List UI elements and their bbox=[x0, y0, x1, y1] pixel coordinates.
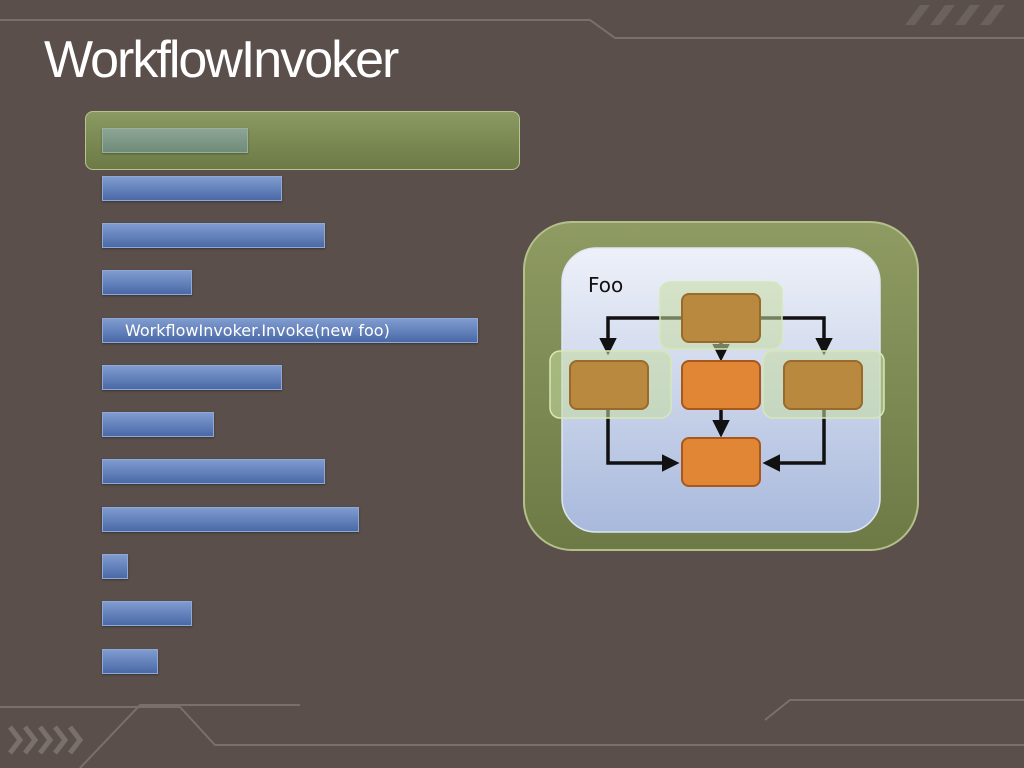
connector-right-bottom bbox=[762, 410, 826, 472]
code-line-bar bbox=[102, 412, 214, 437]
activity-bottom bbox=[681, 437, 761, 487]
code-line-invoke: WorkflowInvoker.Invoke(new foo) bbox=[102, 318, 478, 343]
code-line-bar bbox=[102, 649, 158, 674]
top-decor-line bbox=[0, 19, 1024, 39]
code-line-bar bbox=[102, 459, 325, 484]
connector-top-left bbox=[599, 316, 682, 356]
code-line-bar bbox=[102, 128, 248, 153]
code-line-bar bbox=[102, 365, 282, 390]
bottom-decor-line-3 bbox=[764, 699, 1024, 721]
code-line-bar bbox=[102, 223, 325, 248]
activity-right bbox=[783, 360, 863, 410]
code-line-bar bbox=[102, 601, 192, 626]
workflow-name: Foo bbox=[588, 273, 623, 297]
code-line-bar bbox=[102, 270, 192, 295]
activity-left bbox=[569, 360, 649, 410]
activity-top bbox=[681, 293, 761, 343]
connector-left-bottom bbox=[606, 410, 680, 472]
activity-center bbox=[681, 360, 761, 410]
top-stripes-decor bbox=[905, 5, 1005, 25]
workflow-diagram: Foo bbox=[523, 221, 919, 551]
code-line-bar bbox=[102, 507, 359, 532]
chevron-decor-icon bbox=[8, 725, 84, 755]
bottom-decor-line bbox=[0, 706, 1024, 746]
code-line-bar bbox=[102, 554, 128, 579]
invoke-code-text: WorkflowInvoker.Invoke(new foo) bbox=[125, 321, 390, 340]
bottom-decor-line-2 bbox=[79, 704, 300, 768]
code-line-bar bbox=[102, 176, 282, 201]
slide-title: WorkflowInvoker bbox=[44, 31, 399, 89]
